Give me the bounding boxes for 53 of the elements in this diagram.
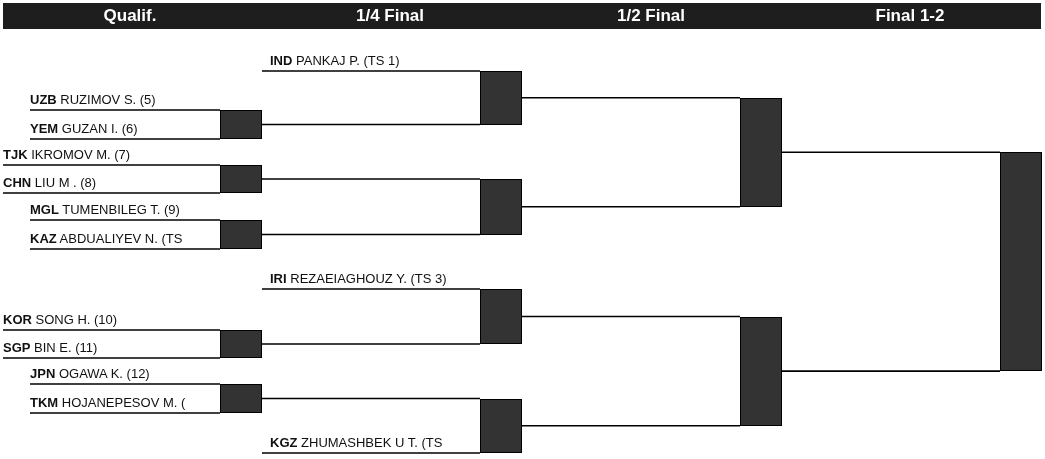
bracket-line <box>261 343 481 345</box>
bracket-line <box>2 329 221 331</box>
player-entry: TKM HOJANEPESOV M. ( <box>30 394 218 413</box>
bracket-line <box>29 138 221 140</box>
match-bar <box>740 97 782 207</box>
player-entry: KAZ ABDUALIYEV N. (TS <box>30 230 218 249</box>
bracket-line <box>29 248 221 250</box>
player-entry: UZB RUZIMOV S. (5) <box>30 91 218 110</box>
bracket-line <box>261 288 481 290</box>
bracket-line <box>521 424 741 427</box>
round-heading: Qualif. <box>103 6 157 26</box>
match-bar <box>1000 152 1042 372</box>
bracket-line <box>781 370 1001 372</box>
round-heading: 1/2 Final <box>617 6 685 26</box>
match-bar <box>740 316 782 426</box>
player-entry: CHN LIU M . (8) <box>3 174 218 193</box>
bracket-line <box>2 192 221 194</box>
match-bar <box>480 398 522 453</box>
bracket-line <box>261 452 481 454</box>
match-bar <box>220 165 262 193</box>
player-entry: IND PANKAJ P. (TS 1) <box>262 52 478 71</box>
player-entry: SGP BIN E. (11) <box>3 339 218 358</box>
match-bar <box>480 179 522 235</box>
round-heading: 1/4 Final <box>356 6 424 26</box>
bracket-line <box>29 219 221 221</box>
bracket-line <box>261 178 481 180</box>
bracket-line <box>261 70 481 72</box>
player-entry: IRI REZAEIAGHOUZ Y. (TS 3) <box>262 270 478 289</box>
bracket-line <box>29 412 221 414</box>
player-entry: JPN OGAWA K. (12) <box>30 365 218 384</box>
match-bar <box>220 384 262 413</box>
bracket-line <box>521 96 741 99</box>
bracket-line <box>29 383 221 385</box>
round-heading: Final 1-2 <box>875 6 945 26</box>
bracket-line <box>261 123 481 126</box>
bracket-line <box>261 397 481 400</box>
bracket-line <box>29 109 221 111</box>
bracket-line <box>521 315 741 318</box>
player-entry: KGZ ZHUMASHBEK U T. (TS <box>262 434 478 453</box>
match-bar <box>220 220 262 249</box>
player-entry: MGL TUMENBILEG T. (9) <box>30 201 218 220</box>
bracket-line <box>2 357 221 359</box>
match-bar <box>480 71 522 125</box>
bracket-line <box>781 151 1001 154</box>
match-bar <box>480 289 522 344</box>
player-entry: TJK IKROMOV M. (7) <box>3 146 218 165</box>
player-entry: YEM GUZAN I. (6) <box>30 120 218 139</box>
player-entry: KOR SONG H. (10) <box>3 311 218 330</box>
bracket-line <box>521 205 741 208</box>
bracket-line <box>261 233 481 236</box>
match-bar <box>220 330 262 358</box>
bracket-line <box>2 164 221 166</box>
match-bar <box>220 110 262 139</box>
